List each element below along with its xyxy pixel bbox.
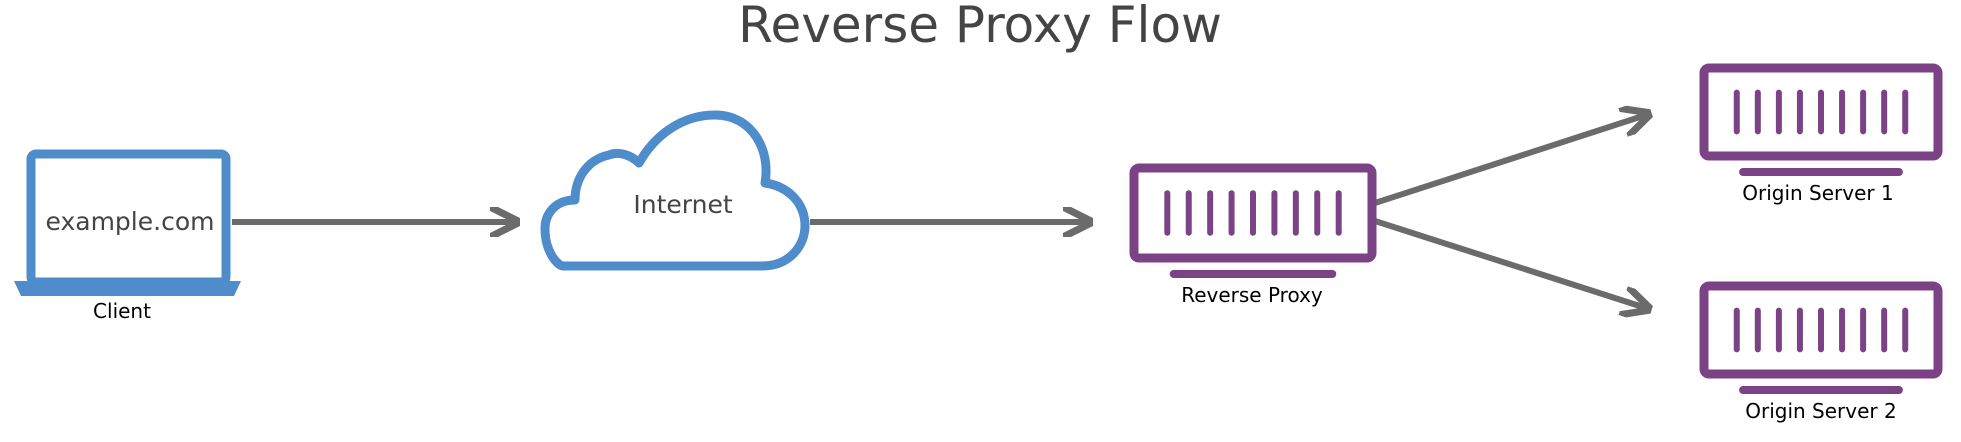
laptop-icon [14,149,241,296]
server-icon [1699,281,1943,394]
server-chassis [1129,163,1377,263]
server-stand [1739,386,1903,394]
server-chassis [1699,281,1943,379]
client-label: Client [93,299,151,323]
server-icon [1129,163,1377,278]
server-stand [1169,270,1337,278]
origin-server-2-label: Origin Server 2 [1745,399,1896,423]
origin-server-1-label: Origin Server 1 [1742,181,1893,205]
cloud-icon [540,110,810,271]
arrow-proxy-to-origin-2 [1374,218,1646,308]
internet-label: Internet [633,190,732,219]
client-screen-text: example.com [46,207,215,236]
reverse-proxy-label: Reverse Proxy [1181,283,1323,307]
diagram-title: Reverse Proxy Flow [738,0,1222,54]
server-stand [1739,168,1903,176]
server-icon [1699,63,1943,176]
server-chassis [1699,63,1943,161]
arrow-proxy-to-origin-1 [1374,115,1646,206]
